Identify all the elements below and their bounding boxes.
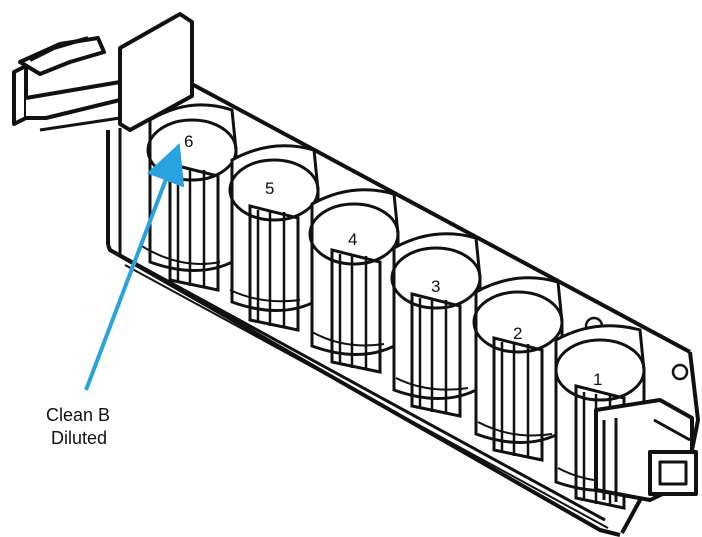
callout-arrow [84,143,185,391]
well-3 [390,232,482,418]
slot-label-1: 1 [593,370,602,389]
slot-labels: 1 2 3 4 5 6 [184,132,602,389]
callout-line-2: Diluted [51,428,107,448]
callout-label: Clean B Diluted [46,405,110,448]
slot-label-5: 5 [265,179,274,198]
rack-latch [594,398,698,502]
wells [139,103,689,510]
rack-handle [12,12,194,132]
slot-label-6: 6 [184,132,193,151]
slot-label-2: 2 [513,324,522,343]
callout-line-1: Clean B [46,405,110,425]
well-5 [228,144,320,332]
slot-label-4: 4 [348,230,357,249]
well-4 [308,188,400,374]
slot-label-3: 3 [431,277,440,296]
